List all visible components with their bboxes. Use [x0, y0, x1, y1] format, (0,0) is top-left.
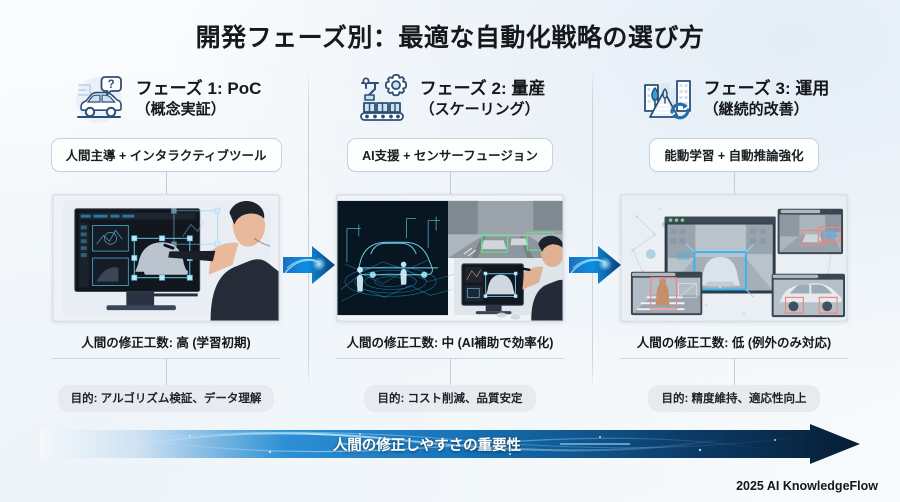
svg-text:?: ? — [107, 79, 114, 91]
connector-stem-2 — [449, 172, 451, 194]
connector-stem-objective-3 — [733, 359, 735, 385]
connector-stem-3 — [733, 172, 735, 194]
factory-conveyor-gear-icon — [355, 71, 411, 127]
phase-effort-1: 人間の修正工数: 高 (学習初期) — [81, 336, 251, 350]
phase-heading-text-1: フェーズ 1: PoC （概念実証） — [136, 79, 262, 119]
connector-stem-objective-1 — [165, 359, 167, 385]
arrow-phase1-to-phase2 — [282, 243, 336, 287]
banner-arrow-shape — [40, 424, 860, 464]
footer-credit: 2025 AI KnowledgeFlow — [736, 479, 878, 493]
phase-objective-2[interactable]: 目的: コスト削減、品質安定 — [364, 385, 536, 412]
connector-stem-objective-2 — [449, 359, 451, 385]
phase-effort-3: 人間の修正工数: 低 (例外のみ対応) — [636, 336, 832, 350]
phase-subtitle-2: （スケーリング） — [419, 100, 540, 118]
car-question-icon: ? — [71, 71, 127, 127]
phase-column-2: フェーズ 2: 量産 （スケーリング） AI支援 + センサーフュージョン — [308, 66, 592, 416]
city-road-recycle-icon — [639, 71, 695, 127]
phase-column-3: フェーズ 3: 運用 （継続的改善） 能動学習 + 自動推論強化 — [592, 66, 876, 416]
phase-illustration-3 — [620, 194, 848, 322]
phase-subtitle-3: （継続的改善） — [703, 100, 809, 118]
page-title: 開発フェーズ別：最適な自動化戦略の選び方 — [195, 24, 705, 52]
phase-rule-2 — [336, 358, 564, 359]
banner-label: 人間の修正しやすさの重要性 — [332, 437, 522, 454]
phase-objective-3[interactable]: 目的: 精度維持、適応性向上 — [648, 385, 820, 412]
phase-rule-3 — [620, 358, 848, 359]
phase-strategy-pill-3[interactable]: 能動学習 + 自動推論強化 — [649, 138, 819, 172]
phase-objective-1[interactable]: 目的: アルゴリズム検証、データ理解 — [57, 385, 275, 412]
phase-header-3: フェーズ 3: 運用 （継続的改善） — [592, 66, 876, 132]
phase-header-2: フェーズ 2: 量産 （スケーリング） — [308, 66, 592, 132]
phase-title-1: フェーズ 1: PoC — [135, 78, 262, 98]
phase-title-3: フェーズ 3: 運用 — [703, 78, 830, 98]
phase-effort-2: 人間の修正工数: 中 (AI補助で効率化) — [346, 336, 554, 350]
phase-strategy-pill-2[interactable]: AI支援 + センサーフュージョン — [347, 138, 553, 172]
phase-columns: ? フェーズ 1: PoC （概念実証） 人間主導 + インタラクティブツール — [24, 66, 876, 416]
phase-illustration-1 — [52, 194, 280, 322]
phase-heading-text-3: フェーズ 3: 運用 （継続的改善） — [704, 79, 830, 119]
phase-strategy-pill-1[interactable]: 人間主導 + インタラクティブツール — [50, 138, 282, 172]
phase-title-2: フェーズ 2: 量産 — [419, 78, 546, 98]
phase-illustration-2 — [336, 194, 564, 322]
arrow-phase2-to-phase3 — [568, 243, 622, 287]
connector-stem-1 — [165, 172, 167, 194]
phase-column-1: ? フェーズ 1: PoC （概念実証） 人間主導 + インタラクティブツール — [24, 66, 308, 416]
phase-rule-1 — [52, 358, 280, 359]
phase-header-1: ? フェーズ 1: PoC （概念実証） — [24, 66, 308, 132]
phase-subtitle-1: （概念実証） — [135, 100, 226, 118]
importance-banner: 人間の修正しやすさの重要性 — [40, 424, 860, 464]
phase-heading-text-2: フェーズ 2: 量産 （スケーリング） — [420, 79, 546, 119]
